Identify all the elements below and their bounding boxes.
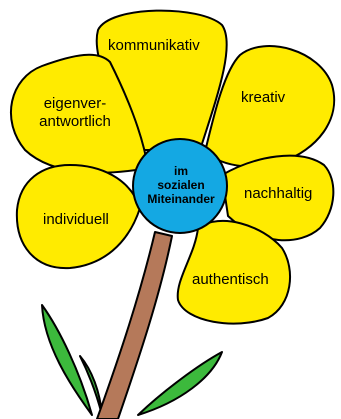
petal-label-kommunikativ: kommunikativ [108, 37, 200, 55]
petal-label-line: eigenver- [24, 95, 126, 113]
petal-label-line: nachhaltig [244, 185, 312, 202]
center-label-line: sozialen [132, 178, 230, 192]
petal-label-line: kreativ [241, 89, 285, 106]
leaf-right [138, 352, 222, 415]
petal-label-line: individuell [43, 211, 109, 228]
petal-label-line: kommunikativ [108, 37, 200, 54]
center-label: im sozialen Miteinander [132, 164, 230, 206]
leaf-left [42, 305, 92, 415]
petal-label-individuell: individuell [43, 211, 109, 229]
petal-label-kreativ: kreativ [241, 89, 285, 107]
center-label-line: im [132, 164, 230, 178]
petal-label-authentisch: authentisch [192, 271, 269, 289]
center-label-line: Miteinander [132, 192, 230, 206]
petal-label-eigenverantwortlich: eigenver- antwortlich [24, 95, 126, 131]
petal-label-nachhaltig: nachhaltig [244, 185, 312, 203]
petal-label-line: antwortlich [24, 113, 126, 131]
stem [97, 232, 172, 419]
petal-label-line: authentisch [192, 271, 269, 288]
